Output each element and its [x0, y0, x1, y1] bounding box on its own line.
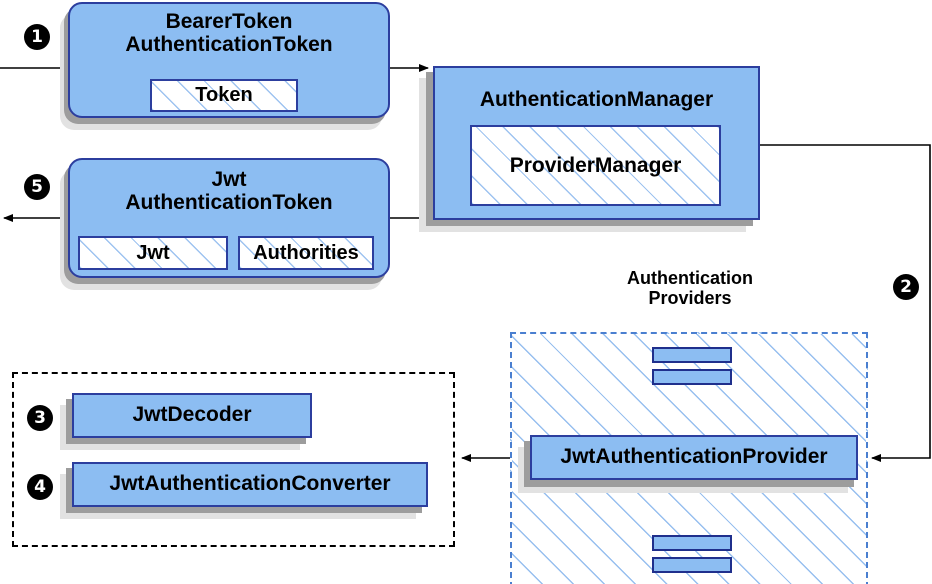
- subbox-authorities[interactable]: Authorities: [238, 236, 374, 270]
- step-marker-4: 4: [27, 474, 53, 500]
- subbox-label: Token: [195, 84, 253, 106]
- node-label: JwtAuthenticationConverter: [109, 472, 391, 496]
- subbox-label: Authorities: [253, 241, 359, 264]
- step-marker-2: 2: [893, 274, 919, 300]
- node-label-line-1: BearerToken: [165, 10, 293, 33]
- node-label-line-2: AuthenticationToken: [125, 190, 333, 214]
- subbox-jwt[interactable]: Jwt: [78, 236, 228, 270]
- node-jwt-decoder[interactable]: JwtDecoder: [72, 393, 312, 438]
- provider-stack-bar-top-2: [652, 369, 732, 385]
- caption-line-1: Authentication: [627, 268, 753, 288]
- node-label: AuthenticationManager: [479, 88, 714, 111]
- step-marker-label: 3: [34, 407, 46, 428]
- node-label: JwtAuthenticationProvider: [560, 445, 828, 469]
- caption-line-2: Providers: [648, 288, 732, 309]
- subbox-label: Jwt: [136, 241, 170, 264]
- subbox-provider-manager[interactable]: ProviderManager: [470, 125, 721, 206]
- step-marker-label: 2: [900, 276, 912, 297]
- provider-stack-bar-top-1: [652, 347, 732, 363]
- authentication-providers-caption: Authentication Providers: [590, 268, 790, 308]
- step-marker-3: 3: [27, 405, 53, 431]
- step-marker-label: 4: [34, 476, 46, 497]
- node-label-line-2: AuthenticationToken: [125, 32, 333, 56]
- step-marker-label: 1: [31, 26, 43, 47]
- step-marker-1: 1: [24, 24, 50, 50]
- subbox-label: ProviderManager: [509, 153, 682, 177]
- subbox-token[interactable]: Token: [150, 79, 298, 112]
- node-label-line-1: Jwt: [211, 168, 247, 191]
- provider-stack-bar-bottom-1: [652, 535, 732, 551]
- step-marker-label: 5: [31, 176, 43, 197]
- jwt-support-group: [12, 372, 455, 547]
- node-label: JwtDecoder: [132, 403, 252, 427]
- provider-stack-bar-bottom-2: [652, 557, 732, 573]
- node-jwt-authentication-converter[interactable]: JwtAuthenticationConverter: [72, 462, 428, 507]
- node-jwt-authentication-provider[interactable]: JwtAuthenticationProvider: [530, 435, 858, 480]
- step-marker-5: 5: [24, 174, 50, 200]
